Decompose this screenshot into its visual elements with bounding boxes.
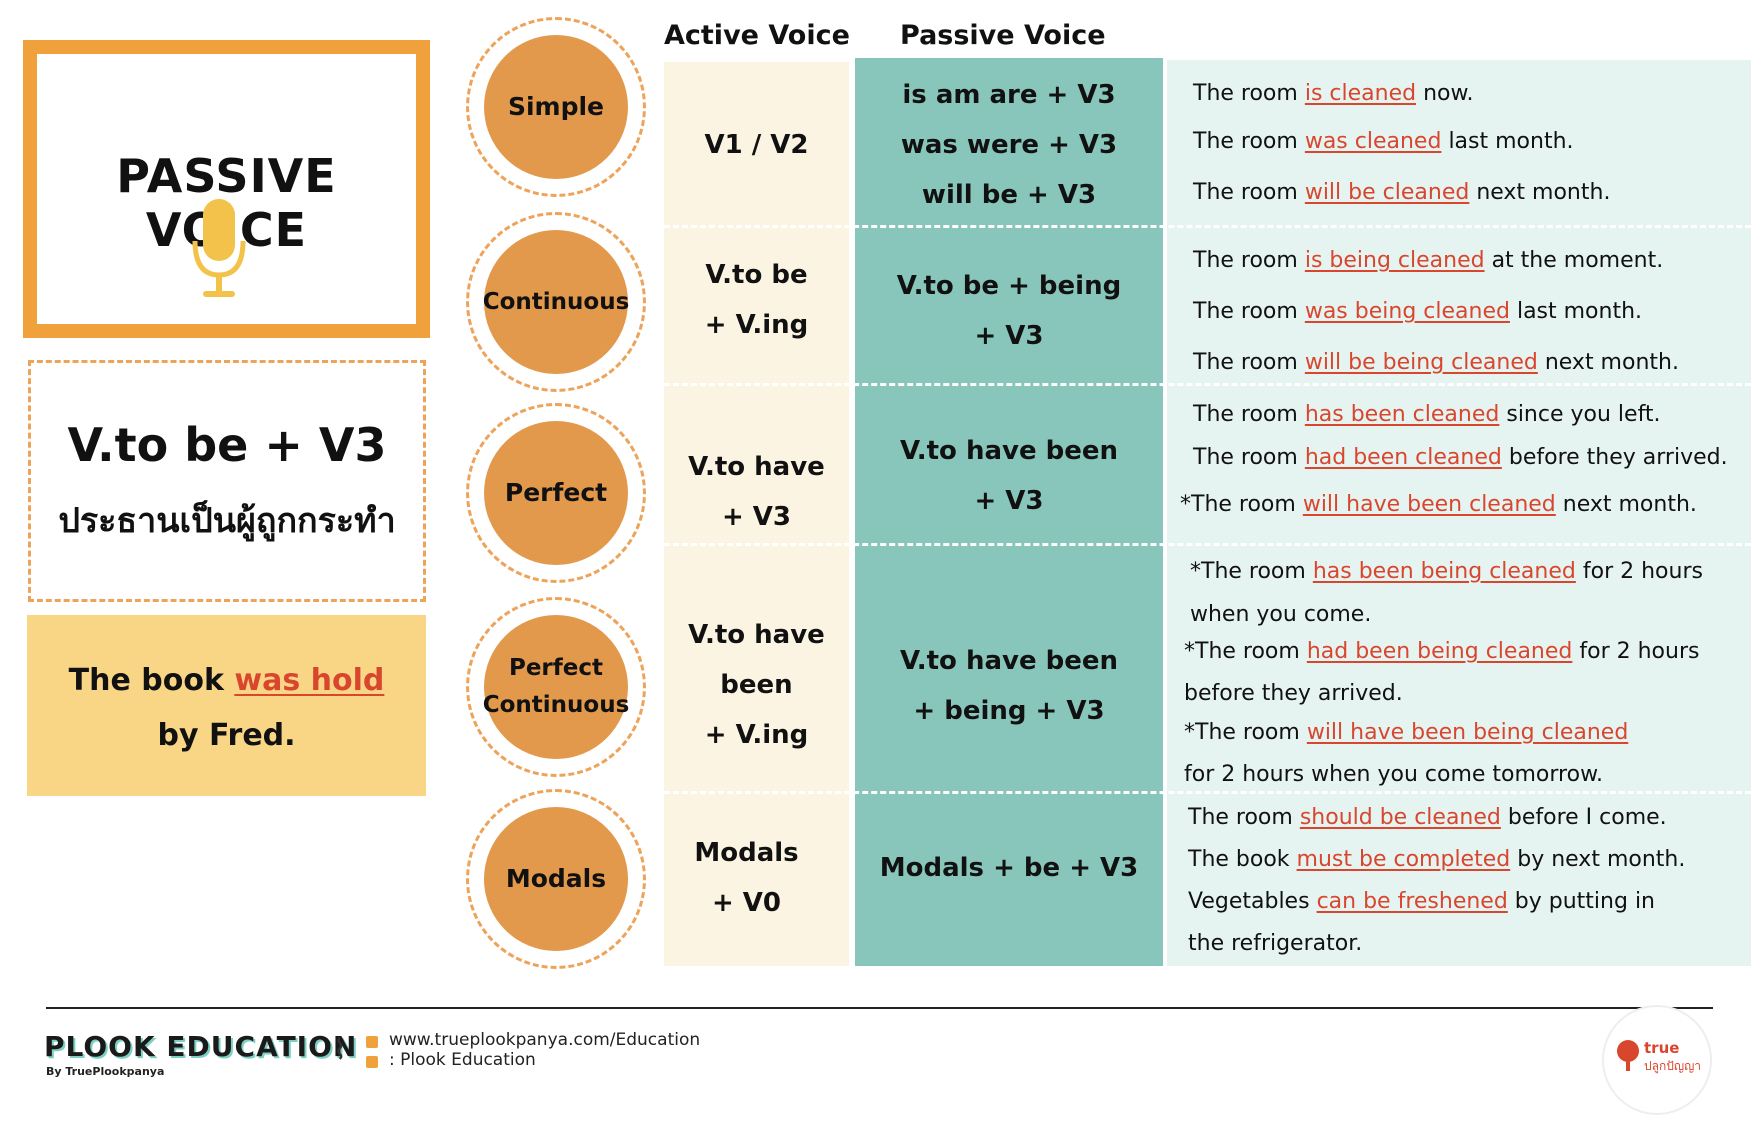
example-sentence: when you come. — [1190, 602, 1372, 627]
example-sentence: The room is being cleaned at the moment. — [1193, 248, 1664, 273]
web-icon — [366, 1036, 378, 1048]
passive-voice-column — [855, 58, 1163, 966]
example-sentence: before they arrived. — [1184, 681, 1403, 706]
example-sentence: Vegetables can be freshened by putting i… — [1188, 889, 1656, 914]
passive-line: + being + V3 — [913, 696, 1105, 726]
example-sentence: *The room had been being cleaned for 2 h… — [1184, 639, 1700, 664]
active-voice-column — [664, 62, 849, 966]
tense-circle-continuous: Continuous — [466, 212, 646, 392]
passive-perfect: V.to have been + V3 — [855, 426, 1163, 526]
example-sentence: The room was being cleaned last month. — [1193, 299, 1643, 324]
passive-line: + V3 — [974, 486, 1044, 516]
plook-education-logo: PLOOK EDUCATION — [44, 1030, 358, 1063]
active-voice-header: Active Voice — [664, 20, 850, 51]
row-divider — [664, 791, 1751, 794]
example-sentence: The room should be cleaned before I come… — [1188, 805, 1667, 830]
example-sentence: *The room has been being cleaned for 2 h… — [1190, 559, 1703, 584]
formula-main: V.to be + V3 — [67, 418, 387, 472]
tree-icon — [1617, 1040, 1639, 1071]
example-suffix: by Fred. — [157, 718, 296, 753]
passive-line: + V3 — [974, 321, 1044, 351]
passive-voice-header: Passive Voice — [900, 20, 1106, 51]
tense-label-line-1: Perfect — [508, 655, 604, 682]
tense-label: Modals — [484, 807, 628, 951]
active-line: Modals — [694, 838, 799, 868]
active-line: been — [720, 670, 793, 700]
passive-continuous: V.to be + being + V3 — [855, 261, 1163, 361]
example-sentence: *The room will have been being cleaned — [1184, 720, 1629, 745]
active-line: + V0 — [711, 888, 782, 918]
facebook-link[interactable]: : Plook Education — [389, 1050, 536, 1070]
tense-label: Perfect Continuous — [482, 615, 630, 759]
example-sentence: The room had been cleaned before they ar… — [1193, 445, 1728, 470]
example-box: The book was hold by Fred. — [27, 615, 426, 796]
passive-simple: is am are + V3 was were + V3 will be + V… — [855, 70, 1163, 220]
active-simple: V1 / V2 — [704, 130, 809, 160]
active-perfect: V.to have + V3 — [664, 442, 849, 542]
passive-line: V.to be + being — [896, 271, 1122, 301]
tense-label: Continuous — [483, 230, 629, 374]
row-divider — [664, 225, 1751, 228]
passive-line: will be + V3 — [921, 180, 1097, 210]
partner-name: true — [1644, 1039, 1680, 1057]
example-sentence: for 2 hours when you come tomorrow. — [1184, 762, 1604, 787]
passive-line: was were + V3 — [900, 130, 1118, 160]
formula-box: V.to be + V3 ประธานเป็นผู้ถูกกระทำ — [28, 360, 426, 602]
partner-subtitle: ปลูกปัญญา — [1644, 1059, 1702, 1073]
facebook-icon — [366, 1056, 378, 1068]
logo-byline: By TruePlookpanya — [46, 1065, 165, 1078]
tense-circle-modals: Modals — [466, 789, 646, 969]
active-line: V.to have — [688, 452, 825, 482]
example-sentence: The room will be being cleaned next mont… — [1193, 350, 1679, 375]
footer-divider — [46, 1007, 1713, 1009]
row-divider — [664, 383, 1751, 386]
active-line: + V.ing — [704, 720, 809, 750]
example-sentence: The book must be completed by next month… — [1188, 847, 1686, 872]
true-plookpanya-logo: true ปลูกปัญญา — [1602, 1005, 1712, 1115]
website-link[interactable]: www.trueplookpanya.com/Education — [389, 1030, 701, 1050]
active-line: + V.ing — [704, 310, 809, 340]
title-box: PASSIVE VOICE — [23, 40, 430, 338]
example-highlight: was hold — [234, 663, 385, 698]
row-divider — [664, 543, 1751, 546]
active-line: V.to have — [688, 620, 825, 650]
passive-line: V.to have been — [899, 646, 1119, 676]
tense-label: Perfect — [484, 421, 628, 565]
examples-column — [1167, 60, 1751, 966]
tense-label: Simple — [484, 35, 628, 179]
passive-perfect-continuous: V.to have been + being + V3 — [855, 636, 1163, 736]
passive-line: is am are + V3 — [902, 80, 1116, 110]
example-sentence: The room has been cleaned since you left… — [1193, 402, 1661, 427]
example-sentence: *The room will have been cleaned next mo… — [1180, 492, 1697, 517]
active-perfect-continuous: V.to have been + V.ing — [664, 610, 849, 760]
tense-label-line-2: Continuous — [482, 692, 630, 718]
tense-circle-perfect-continuous: Perfect Continuous — [466, 597, 646, 777]
tense-circle-simple: Simple — [466, 17, 646, 197]
passive-modals: Modals + be + V3 — [879, 853, 1139, 883]
formula-thai: ประธานเป็นผู้ถูกกระทำ — [58, 501, 396, 541]
example-sentence: The room is cleaned now. — [1193, 81, 1474, 106]
passive-line: V.to have been — [899, 436, 1119, 466]
active-line: V.to be — [705, 260, 808, 290]
example-sentence: The room was cleaned last month. — [1193, 129, 1574, 154]
squiggle-icon: ⌇ — [333, 1033, 347, 1066]
active-line: + V3 — [721, 502, 792, 532]
microphone-icon — [192, 199, 246, 297]
tense-circle-perfect: Perfect — [466, 403, 646, 583]
example-sentence: The room will be cleaned next month. — [1193, 180, 1611, 205]
active-modals: Modals + V0 — [654, 828, 839, 928]
active-continuous: V.to be + V.ing — [664, 250, 849, 350]
example-prefix: The book — [68, 663, 224, 698]
example-sentence: the refrigerator. — [1188, 931, 1363, 956]
example-line-1: The book was hold — [27, 663, 426, 698]
